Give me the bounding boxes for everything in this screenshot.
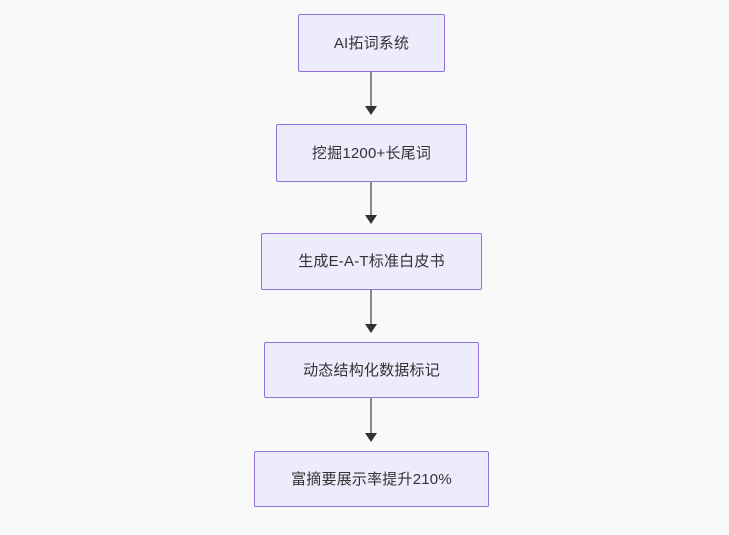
flowchart-node-1-label: AI拓词系统 [333, 34, 410, 52]
flowchart-node-4-label: 动态结构化数据标记 [303, 361, 440, 379]
edge-arrowhead-n2-n3 [365, 215, 377, 224]
flowchart-node-4[interactable]: 动态结构化数据标记 [264, 342, 479, 398]
edge-arrowhead-n1-n2 [365, 106, 377, 115]
edge-line-n1-n2 [370, 72, 372, 106]
flowchart-node-5[interactable]: 富摘要展示率提升210% [254, 451, 489, 507]
flowchart-node-2-label: 挖掘1200+长尾词 [311, 144, 432, 162]
edge-line-n4-n5 [370, 398, 372, 433]
flowchart-node-3[interactable]: 生成E-A-T标准白皮书 [261, 233, 482, 290]
flowchart-node-2[interactable]: 挖掘1200+长尾词 [276, 124, 467, 182]
flowchart-node-1[interactable]: AI拓词系统 [298, 14, 445, 72]
edge-line-n3-n4 [370, 290, 372, 324]
edge-arrowhead-n3-n4 [365, 324, 377, 333]
flowchart-node-3-label: 生成E-A-T标准白皮书 [298, 253, 445, 270]
flowchart-node-5-label: 富摘要展示率提升210% [291, 470, 452, 488]
edge-line-n2-n3 [370, 182, 372, 215]
edge-arrowhead-n4-n5 [365, 433, 377, 442]
